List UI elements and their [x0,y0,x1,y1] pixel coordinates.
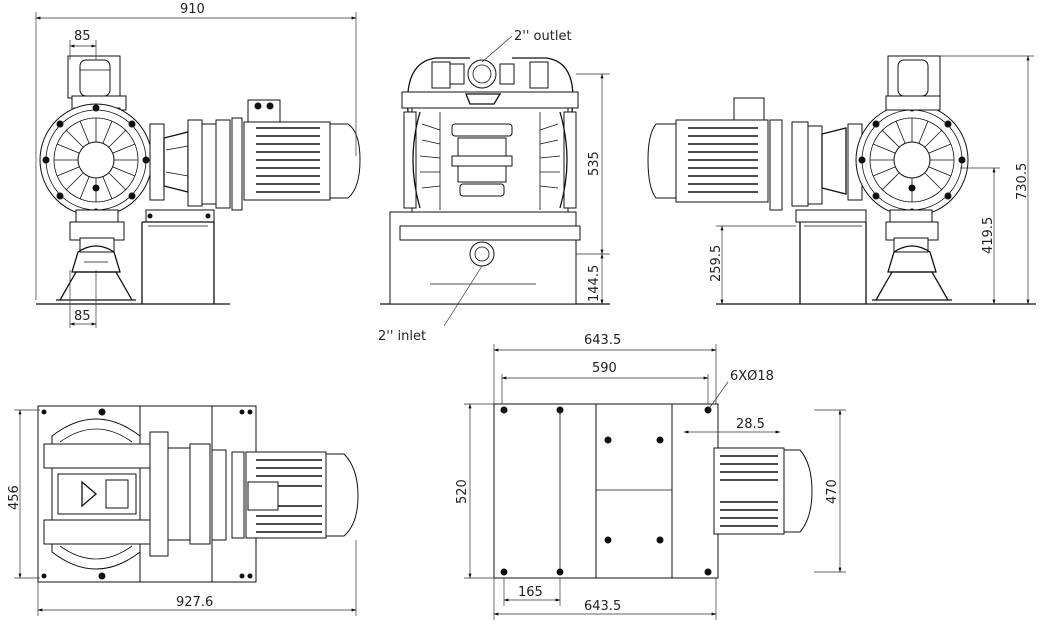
dim-base-165: 165 [518,585,543,600]
dim-top-456: 456 [7,485,22,510]
dim-pump-535: 535 [587,151,602,176]
base-plan-view: 643.5 590 6XØ18 28.5 520 470 165 643.5 [455,333,846,620]
dim-rear-7305: 730.5 [1015,163,1030,200]
rear-view: 730.5 419.5 259.5 [647,55,1036,305]
dim-top-9276: 927.6 [176,595,213,610]
dim-base-470: 470 [825,479,840,504]
dim-pump-1445: 144.5 [587,265,602,302]
dim-rear-2595: 259.5 [709,245,724,282]
pump-side-view: 535 144.5 2'' outlet 2'' inlet [378,29,610,344]
dim-base-6435-bottom: 643.5 [584,599,621,614]
top-view: 456 927.6 [7,405,359,616]
dim-base-holes: 6XØ18 [730,369,774,384]
dim-front-width: 910 [180,2,205,17]
dim-rear-4195: 419.5 [981,217,996,254]
dim-base-6435-top: 643.5 [584,333,621,348]
dim-base-520: 520 [455,479,470,504]
callout-inlet: 2'' inlet [378,329,426,344]
dim-inlet-offset: 85 [74,309,91,324]
dim-outlet-offset: 85 [74,29,91,44]
front-view: 910 85 85 [35,2,361,328]
dim-base-590: 590 [592,361,617,376]
dim-base-285: 28.5 [736,417,765,432]
callout-outlet: 2'' outlet [514,29,572,44]
